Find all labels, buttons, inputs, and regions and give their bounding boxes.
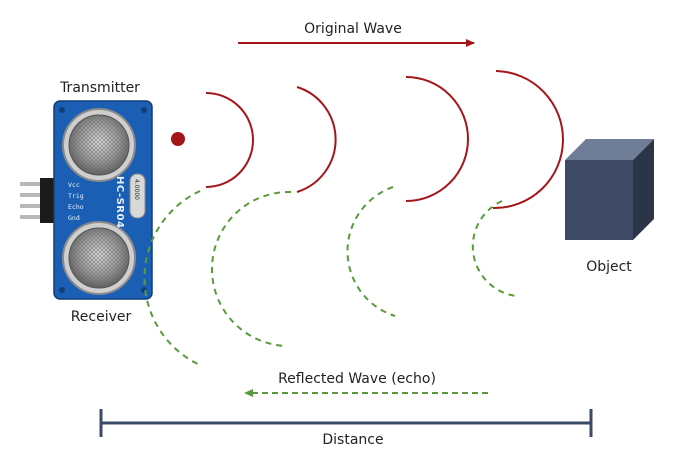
object-top-face (565, 139, 654, 160)
original-wavefront-3 (405, 76, 469, 202)
crystal-oscillator: 4.0000 (129, 173, 146, 219)
transmitter-label: Transmitter (59, 80, 140, 96)
reflected-wavefront-2 (211, 190, 292, 347)
ultrasonic-sensor-icon: Vcc Trig Echo Gnd HC-SR04 4.0000 (20, 100, 153, 300)
object-label: Object (586, 259, 632, 275)
cube-icon (565, 139, 654, 240)
pin-label-gnd: Gnd (68, 214, 80, 222)
original-wave-label: Original Wave (304, 21, 402, 37)
pulse-dot-icon (171, 132, 185, 146)
receiver-transducer (62, 221, 136, 295)
transmitter-transducer (62, 108, 136, 182)
pin-label-trig: Trig (68, 192, 84, 200)
object-front-face (565, 160, 633, 240)
svg-text:4.0000: 4.0000 (133, 179, 140, 200)
sensor-model-label: HC-SR04 (114, 176, 125, 228)
sensor-pins (20, 178, 56, 223)
distance-label: Distance (322, 432, 383, 448)
reflected-wavefront-1 (143, 190, 203, 367)
receiver-label: Receiver (71, 309, 132, 325)
reflected-wavefront-4 (471, 200, 517, 297)
original-wavefronts (205, 70, 564, 210)
original-wavefront-2 (296, 86, 337, 193)
object-side-face (633, 139, 654, 240)
original-wavefront-4 (492, 70, 564, 210)
reflected-wave-label: Reflected Wave (echo) (278, 371, 436, 387)
distance-bar (99, 409, 593, 437)
pin-label-vcc: Vcc (68, 181, 80, 189)
pin-label-echo: Echo (68, 203, 84, 211)
original-wavefront-1 (205, 92, 254, 188)
reflected-wavefront-3 (346, 186, 396, 317)
reflected-wavefronts (143, 186, 517, 367)
